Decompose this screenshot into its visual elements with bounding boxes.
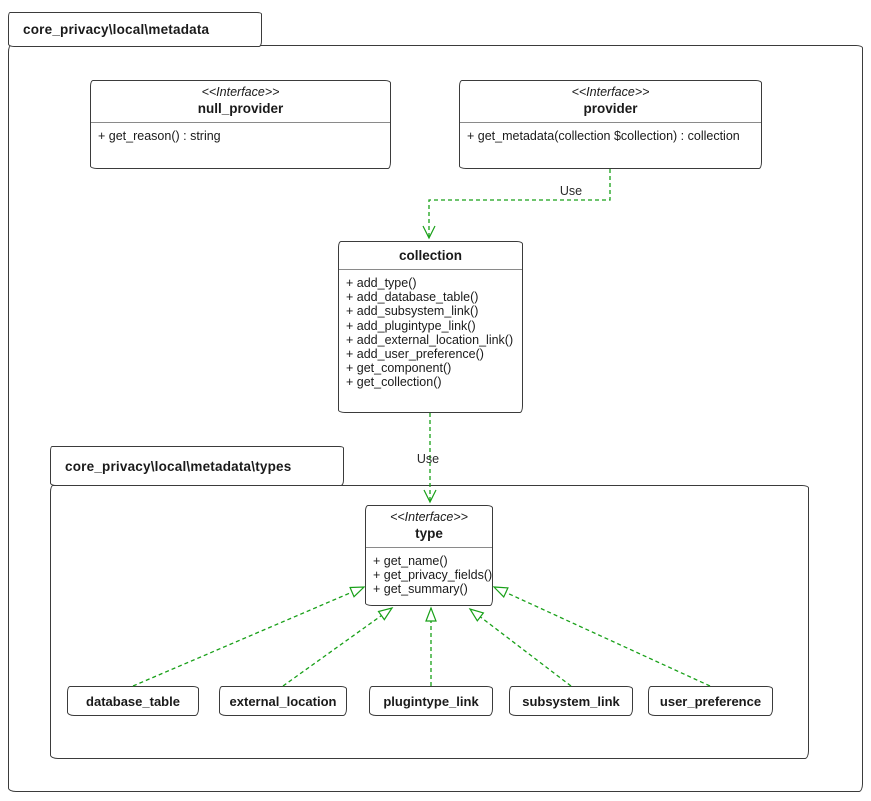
method: + get_privacy_fields()	[373, 568, 493, 583]
method: + add_user_preference()	[346, 347, 484, 362]
method: + get_metadata(collection $collection) :…	[467, 129, 740, 143]
plugintype-link-name: plugintype_link	[383, 693, 479, 709]
null-provider-methods: + get_reason() : string	[91, 123, 390, 168]
class-user-preference: user_preference	[648, 686, 773, 716]
null-provider-stereotype: <<Interface>>	[201, 85, 280, 99]
method: + add_database_table()	[346, 290, 479, 305]
subsystem-link-name: subsystem_link	[522, 693, 620, 709]
method: + get_collection()	[346, 375, 442, 390]
user-preference-name: user_preference	[659, 693, 762, 709]
package-metadata-title: core_privacy\local\metadata	[23, 22, 210, 37]
method: + add_external_location_link()	[346, 332, 514, 347]
method: + get_reason() : string	[98, 129, 221, 143]
package-metadata-tab: core_privacy\local\metadata	[8, 12, 262, 47]
collection-name: collection	[398, 248, 462, 263]
method: + get_name()	[373, 554, 448, 568]
class-provider-header: <<Interface>> provider	[460, 81, 761, 123]
class-type: <<Interface>> type + get_name() + get_pr…	[365, 505, 493, 606]
method: + get_component()	[346, 361, 452, 376]
class-database-table: database_table	[67, 686, 199, 716]
type-methods: + get_name() + get_privacy_fields() + ge…	[366, 548, 492, 605]
class-type-header: <<Interface>> type	[366, 506, 492, 548]
package-types-tab: core_privacy\local\metadata\types	[50, 446, 344, 486]
collection-methods: + add_type() + add_database_table() + ad…	[339, 270, 522, 412]
class-plugintype-link: plugintype_link	[369, 686, 493, 716]
use-label-provider-collection: Use	[559, 184, 583, 198]
type-name: type	[415, 526, 443, 541]
database-table-name: database_table	[86, 693, 180, 709]
provider-stereotype: <<Interface>>	[571, 85, 650, 99]
package-metadata-body	[8, 45, 863, 792]
class-external-location: external_location	[219, 686, 347, 716]
type-stereotype: <<Interface>>	[390, 510, 468, 524]
class-collection: collection + add_type() + add_database_t…	[338, 241, 523, 413]
external-location-name: external_location	[229, 693, 337, 709]
class-null-provider-header: <<Interface>> null_provider	[91, 81, 390, 123]
method: + add_plugintype_link()	[346, 318, 476, 333]
null-provider-name: null_provider	[197, 101, 284, 116]
provider-methods: + get_metadata(collection $collection) :…	[460, 123, 761, 168]
class-null-provider: <<Interface>> null_provider + get_reason…	[90, 80, 391, 169]
class-subsystem-link: subsystem_link	[509, 686, 633, 716]
class-provider: <<Interface>> provider + get_metadata(co…	[459, 80, 762, 169]
use-label-collection-type: Use	[416, 452, 440, 466]
method: + add_subsystem_link()	[346, 304, 479, 319]
method: + get_summary()	[373, 582, 468, 597]
method: + add_type()	[346, 276, 417, 290]
package-types-title: core_privacy\local\metadata\types	[65, 458, 292, 474]
provider-name: provider	[583, 101, 638, 116]
class-collection-header: collection	[339, 242, 522, 270]
